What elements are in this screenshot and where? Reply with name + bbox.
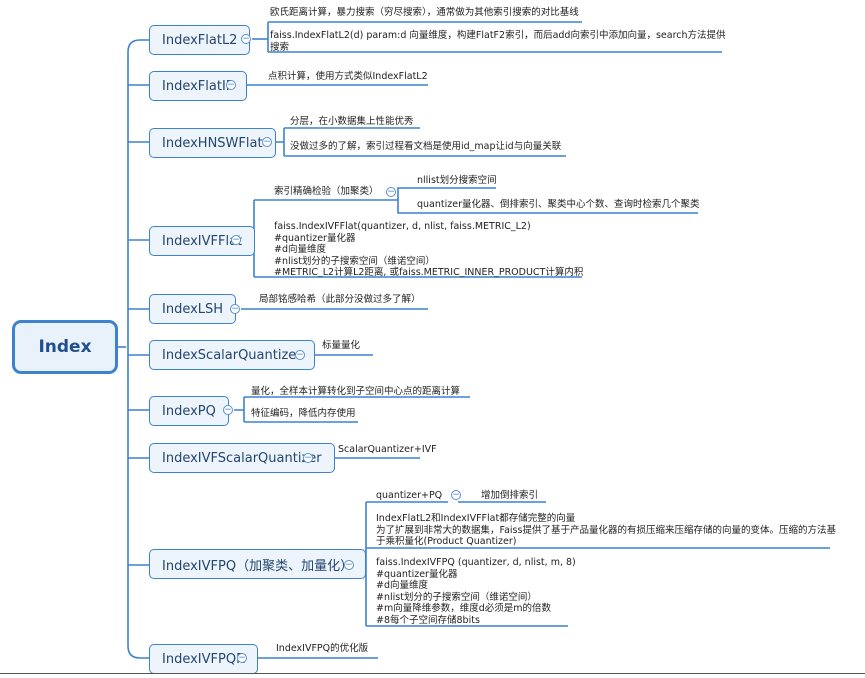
- note-flatl2-1: 欧氏距离计算，暴力搜索（穷尽搜索），通常做为其他索引搜索的对比基线: [270, 7, 579, 18]
- collapse-toggle-icon[interactable]: −: [241, 34, 251, 44]
- note-hnsw-1: 分层，在小数据集上性能优秀: [290, 116, 414, 127]
- note-ivfflat-1: 索引精确检验（加聚类）: [274, 186, 379, 197]
- note-pq-2: 特征编码，降低内存使用: [251, 408, 356, 419]
- note-ivfflat-1b: quantizer量化器、倒排索引、聚类中心个数、查询时检索几个聚类: [417, 199, 700, 210]
- bottom-border: [0, 673, 865, 674]
- node-indexpq[interactable]: IndexPQ: [149, 396, 229, 426]
- node-label: IndexIVFPQ（加聚类、加量化）: [162, 558, 354, 574]
- node-indexflatl2[interactable]: IndexFlatL2: [149, 25, 251, 55]
- note-ivfpq-1a: 增加倒排索引: [481, 490, 539, 501]
- note-sq-1: 标量量化: [322, 340, 361, 351]
- collapse-toggle-icon[interactable]: −: [295, 350, 305, 360]
- collapse-toggle-icon[interactable]: −: [226, 80, 236, 90]
- node-label: IndexFlatIP: [162, 78, 234, 94]
- collapse-toggle-icon[interactable]: −: [344, 560, 354, 570]
- collapse-toggle-icon[interactable]: −: [303, 453, 313, 463]
- note-flatip-1: 点积计算，使用方式类似IndexFlatL2: [268, 71, 428, 82]
- collapse-toggle-icon[interactable]: −: [262, 137, 272, 147]
- node-label: IndexScalarQuantizer: [162, 347, 302, 363]
- root-node[interactable]: Index: [12, 320, 118, 374]
- collapse-toggle-icon[interactable]: −: [386, 187, 396, 197]
- collapse-toggle-icon[interactable]: −: [451, 490, 461, 500]
- note-ivfpqr-1: IndexIVFPQ的优化版: [276, 643, 369, 654]
- note-ivfflat-1a: nllist划分搜索空间: [417, 175, 497, 186]
- root-label: Index: [38, 337, 92, 357]
- note-pq-1: 量化，全样本计算转化到子空间中心点的距离计算: [251, 386, 461, 397]
- collapse-toggle-icon[interactable]: −: [231, 235, 241, 245]
- note-ivfpq-3: faiss.IndexIVFPQ (quantizer, d, nlist, m…: [376, 557, 576, 626]
- node-label: IndexIVFScalarQuantizer: [162, 450, 322, 466]
- node-indexscalarquantizer[interactable]: IndexScalarQuantizer: [149, 340, 315, 370]
- note-flatl2-2: faiss.IndexFlatL2(d) param:d 向量维度，构建Flat…: [270, 30, 726, 53]
- note-lsh-1: 局部铭感哈希（此部分没做过多了解）: [259, 294, 421, 305]
- node-label: IndexPQ: [162, 403, 216, 419]
- collapse-toggle-icon[interactable]: −: [230, 304, 240, 314]
- collapse-toggle-icon[interactable]: −: [237, 653, 247, 663]
- note-ivfpq-2: IndexFlatL2和IndexIVFFlat都存储完整的向量 为了扩展到非常…: [376, 513, 836, 547]
- node-label: IndexIVFFlat: [162, 233, 243, 249]
- note-ivfflat-2: faiss.IndexIVFFlat(quantizer, d, nlist, …: [274, 221, 584, 278]
- node-label: IndexHNSWFlat: [162, 135, 263, 151]
- note-hnsw-2: 没做过多的了解，索引过程看文档是使用id_map让id与向量关联: [290, 141, 562, 152]
- node-indexhnswflat[interactable]: IndexHNSWFlat: [149, 128, 276, 158]
- note-ivfsq-1: ScalarQuantizer+IVF: [338, 444, 437, 455]
- node-label: IndexFlatL2: [162, 32, 238, 48]
- node-indexlsh[interactable]: IndexLSH: [149, 294, 237, 324]
- node-label: IndexLSH: [162, 301, 224, 317]
- note-ivfpq-1: quantizer+PQ: [376, 490, 443, 501]
- node-label: IndexIVFPQR: [162, 651, 246, 667]
- collapse-toggle-icon[interactable]: −: [223, 405, 233, 415]
- node-indexivfpq[interactable]: IndexIVFPQ（加聚类、加量化）: [149, 549, 367, 579]
